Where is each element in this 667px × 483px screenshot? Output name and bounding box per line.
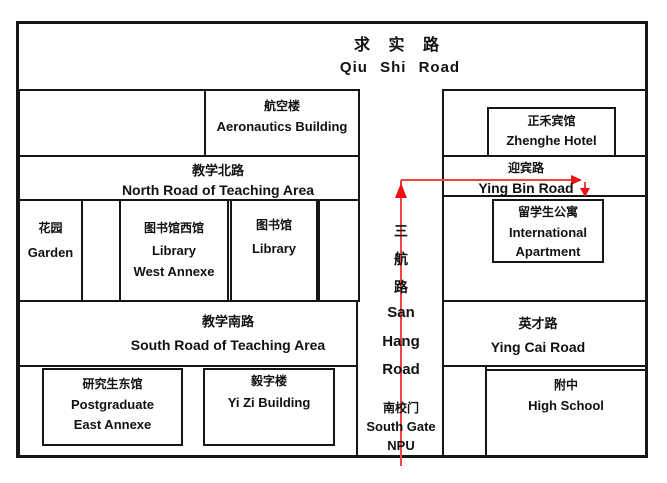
yingcai-road-en: Ying Cai Road: [490, 339, 586, 355]
library-en: Library: [251, 241, 297, 256]
route-horizontal-line: [401, 179, 573, 181]
high-school-label: 附中 High School: [485, 376, 647, 413]
south-gate-en: South Gate: [366, 419, 436, 434]
yingbin-road-zh: 迎宾路: [507, 161, 544, 175]
route-right-arrowhead-icon: [571, 175, 582, 185]
high-school-en: High School: [528, 398, 604, 413]
library-label: 图书馆 Library: [230, 216, 318, 256]
garden-en: Garden: [27, 245, 74, 260]
library-zh: 图书馆: [255, 218, 292, 232]
south-gate-npu: NPU: [387, 438, 415, 453]
postgraduate-east-annexe-label: 研究生东馆 Postgraduate East Annexe: [42, 375, 183, 432]
library-west-annexe-zh: 图书馆西馆: [143, 221, 204, 235]
south-teaching-road-label: 教学南路 South Road of Teaching Area: [78, 311, 378, 353]
international-apartment-en1: International: [508, 225, 587, 240]
yizi-en: Yi Zi Building: [227, 395, 311, 410]
postgraduate-east-annexe-box: [42, 368, 183, 446]
yizi-building-label: 毅字楼 Yi Zi Building: [203, 372, 335, 410]
yingbin-road-top-line: [442, 155, 648, 157]
postgraduate-en1: Postgraduate: [70, 397, 155, 412]
yizi-zh: 毅字楼: [250, 374, 287, 388]
yingcai-road-band: [442, 300, 648, 367]
international-apartment-label: 留学生公寓 International Apartment: [492, 203, 604, 259]
qiushi-road-en: Qiu Shi Road: [339, 59, 461, 76]
sanhang-road-zh-char2: 航: [394, 251, 408, 267]
international-apartment-zh: 留学生公寓: [517, 205, 578, 219]
postgraduate-zh: 研究生东馆: [82, 377, 143, 391]
qiushi-road-label: 求 实 路 Qiu Shi Road: [300, 31, 500, 76]
yingcai-road-label: 英才路 Ying Cai Road: [442, 313, 634, 355]
high-school-box: [485, 369, 647, 457]
route-up-arrowhead-icon: [395, 183, 407, 198]
garden-zh: 花园: [38, 221, 63, 235]
yingcai-road-zh: 英才路: [518, 316, 558, 331]
postgraduate-en2: East Annexe: [73, 417, 152, 432]
sanhang-road-zh-char3: 路: [394, 279, 408, 295]
library-west-annexe-en1: Library: [151, 243, 197, 258]
sanhang-road-zh-char1: 三: [394, 223, 408, 239]
south-teaching-road-en: South Road of Teaching Area: [130, 337, 326, 353]
route-down-arrowhead-icon: [580, 188, 590, 197]
aeronautics-en: Aeronautics Building: [216, 119, 348, 134]
south-gate-zh: 南校门: [382, 401, 419, 415]
aeronautics-building-label: 航空楼 Aeronautics Building: [204, 97, 360, 134]
route-down-segment: [584, 182, 586, 189]
international-apartment-en2: Apartment: [515, 244, 581, 259]
sanhang-road-en-word1: San: [387, 304, 415, 321]
sanhang-road-en-word3: Road: [382, 361, 420, 378]
high-school-zh: 附中: [553, 378, 578, 392]
aeronautics-zh: 航空楼: [263, 99, 300, 113]
north-teaching-road-label: 教学北路 North Road of Teaching Area: [68, 160, 368, 198]
south-teaching-road-zh: 教学南路: [201, 314, 254, 329]
yingbin-road-en: Ying Bin Road: [478, 180, 574, 196]
sanhang-road-en-word2: Hang: [382, 333, 420, 350]
north-teaching-road-en: North Road of Teaching Area: [121, 182, 315, 198]
library-west-annexe-label: 图书馆西馆 Library West Annexe: [119, 219, 229, 279]
route-vertical-line: [400, 180, 402, 466]
qiushi-road-zh: 求 实 路: [354, 37, 446, 54]
library-west-annexe-en2: West Annexe: [133, 264, 215, 279]
bottom-left-area-box: [18, 365, 358, 458]
yingbin-road-label: 迎宾路 Ying Bin Road: [442, 159, 610, 196]
right-section-box: [442, 89, 648, 458]
yingbin-road-bottom-line: [442, 195, 648, 197]
zhenghe-hotel-label: 正禾宾馆 Zhenghe Hotel: [487, 112, 616, 148]
empty-strip-box: [318, 199, 360, 302]
aeronautics-row-divider: [204, 89, 206, 157]
zhenghe-hotel-en: Zhenghe Hotel: [506, 133, 597, 148]
yizi-building-box: [203, 368, 335, 446]
north-teaching-road-zh: 教学北路: [191, 163, 244, 178]
international-apartment-box: [492, 199, 604, 263]
garden-label: 花园 Garden: [18, 219, 83, 260]
zhenghe-hotel-zh: 正禾宾馆: [527, 114, 576, 128]
